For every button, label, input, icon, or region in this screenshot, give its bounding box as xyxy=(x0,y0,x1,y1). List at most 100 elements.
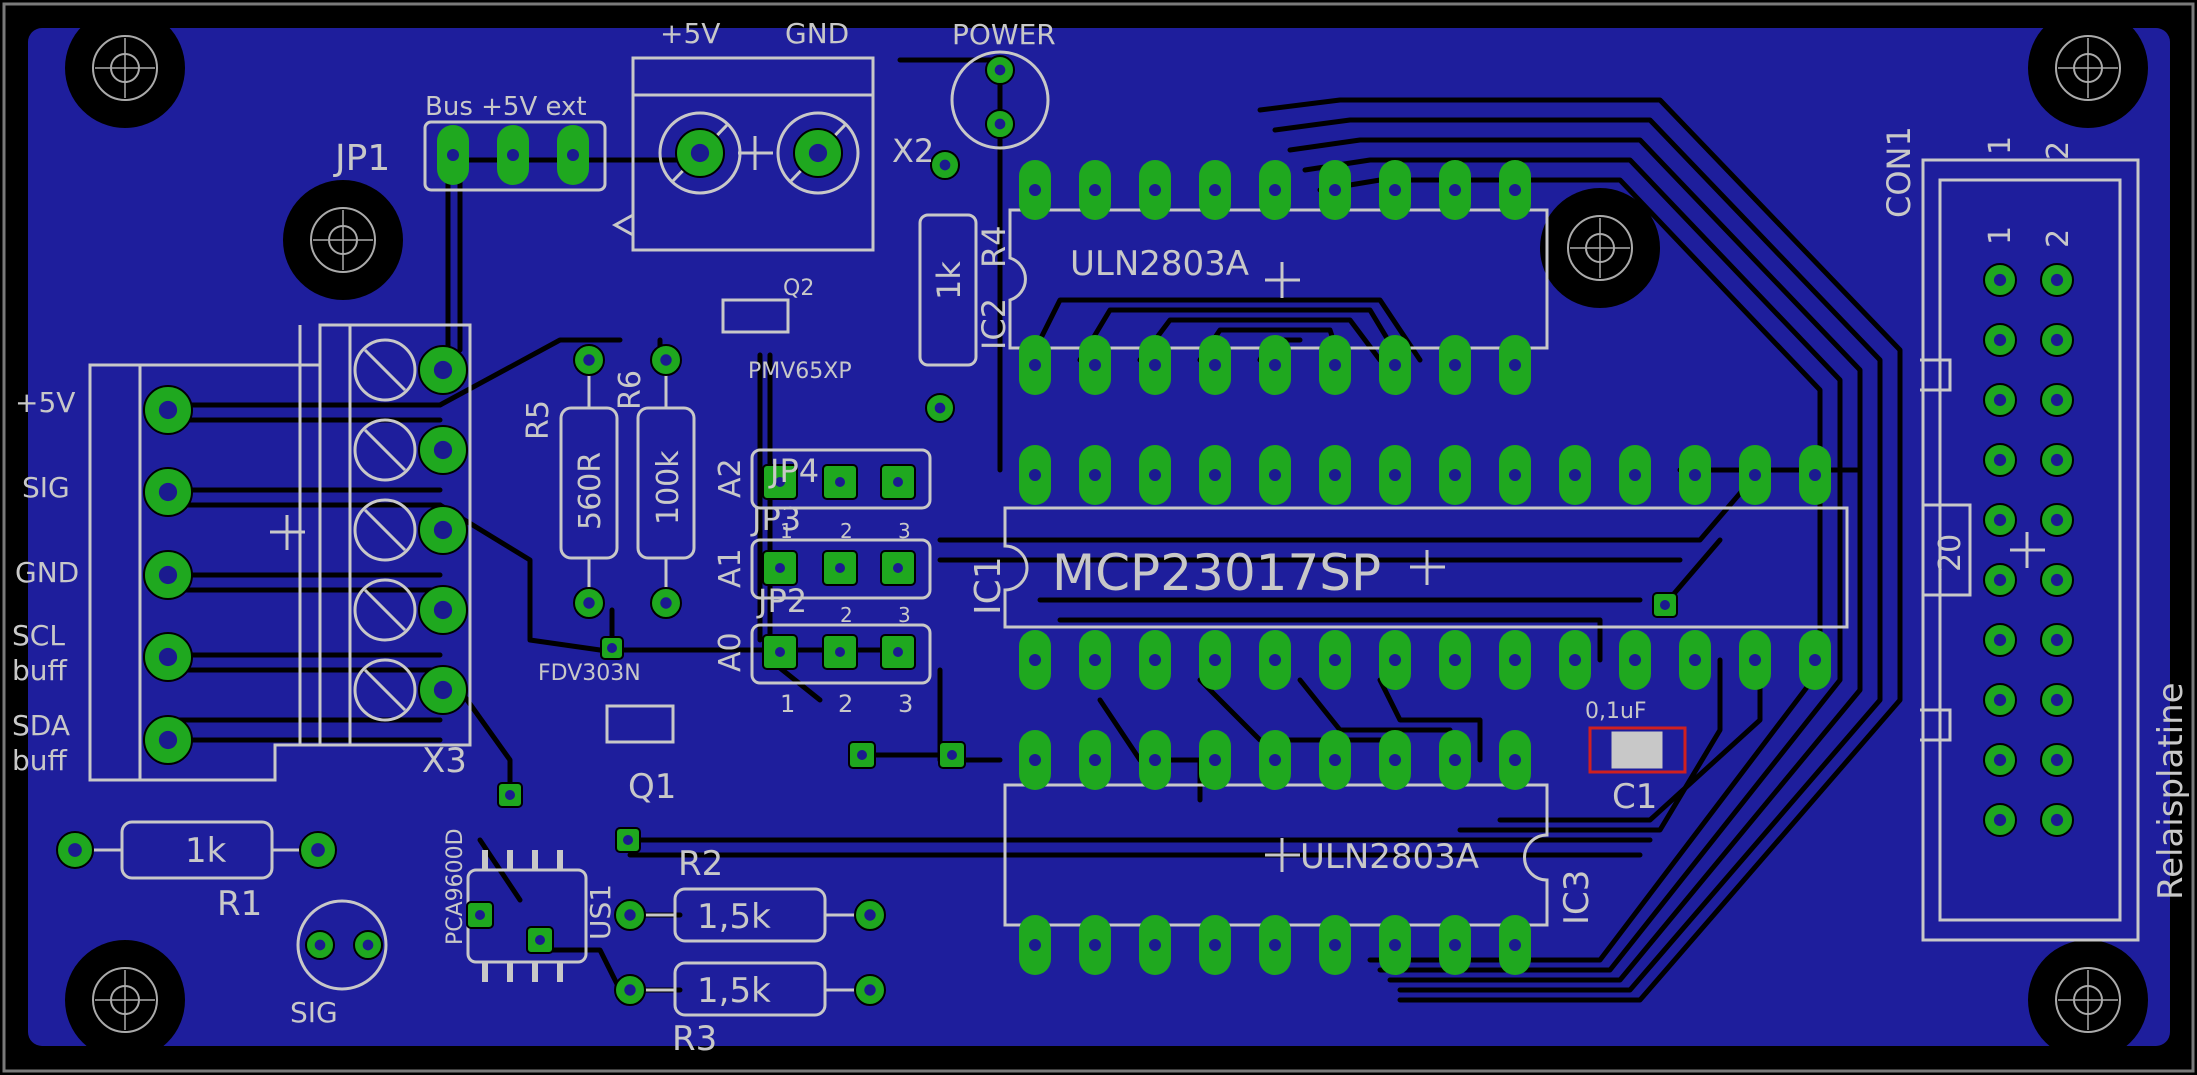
label-jp4-name: JP4 xyxy=(768,452,819,490)
ic1-pad-top-14-drill xyxy=(1809,469,1821,481)
jp-row1-pin3-drill xyxy=(893,477,903,487)
sig-led-pad-2-drill xyxy=(362,939,374,951)
label-jp-pin3-c: 3 xyxy=(898,690,913,718)
ic3-pad-bottom-9-drill xyxy=(1509,939,1521,951)
power-led-pad-1-drill xyxy=(994,64,1006,76)
ic2-pad-bottom-8-drill xyxy=(1449,359,1461,371)
ic3-pad-bottom-4-drill xyxy=(1209,939,1221,951)
ic1-pad-top-7-drill xyxy=(1389,469,1401,481)
r3-pad-right-drill xyxy=(864,984,876,996)
ic3-pad-top-9-drill xyxy=(1509,754,1521,766)
label-con1-pin20: 20 xyxy=(1933,534,1968,572)
ic2-pad-bottom-1-drill xyxy=(1029,359,1041,371)
ic2-pad-top-5-drill xyxy=(1269,184,1281,196)
label-x3-name: X3 xyxy=(422,741,467,781)
label-c1-value: 0,1uF xyxy=(1585,699,1647,724)
ic2-pad-top-6-drill xyxy=(1329,184,1341,196)
con1-pad-7-drill xyxy=(1993,453,2007,467)
label-q2-name: Q2 xyxy=(783,276,814,301)
jp-row1-pin2-drill xyxy=(835,477,845,487)
silkscreen-text: +5V GND POWER Bus +5V ext JP1 X2 R4 1k I… xyxy=(12,17,2191,1059)
ic2-pad-top-2-drill xyxy=(1089,184,1101,196)
label-con1-name: CON1 xyxy=(1880,126,1918,218)
jp1-pad-3-drill xyxy=(567,149,579,161)
con1-pad-10-drill xyxy=(2050,513,2064,527)
label-relay-board: Relaisplatine xyxy=(2151,682,2191,900)
con1-pad-2-drill xyxy=(2050,273,2064,287)
label-q1-part: FDV303N xyxy=(538,661,641,686)
label-r1-name: R1 xyxy=(217,884,262,924)
q1-pad-gate-drill xyxy=(607,643,617,653)
con1-pad-6-drill xyxy=(2050,393,2064,407)
ic1-pad-top-9-drill xyxy=(1509,469,1521,481)
label-ic1-part: MCP23017SP xyxy=(1052,544,1381,602)
jp-row2-pin2-drill xyxy=(835,563,845,573)
r4-pad-bottom-drill xyxy=(934,402,946,414)
ic1-pad-top-1-drill xyxy=(1029,469,1041,481)
label-jp-pin2-a: 2 xyxy=(840,519,853,543)
label-jp-pin3-b: 3 xyxy=(898,603,911,627)
label-ic2-part: ULN2803A xyxy=(1070,244,1249,284)
ic1-pad-top-5-drill xyxy=(1269,469,1281,481)
us1-pad-1-drill xyxy=(475,910,485,920)
label-jp1-name: JP1 xyxy=(333,138,390,179)
ic3-pad-bottom-1-drill xyxy=(1029,939,1041,951)
jp-row3-pin2-drill xyxy=(835,647,845,657)
ic3-pad-top-6-drill xyxy=(1329,754,1341,766)
smd-pad-left-drill xyxy=(857,750,867,760)
ic1-pad-top-12-drill xyxy=(1689,469,1701,481)
con1-pad-19-drill xyxy=(1993,813,2007,827)
ic2-pad-bottom-4-drill xyxy=(1209,359,1221,371)
con1-pad-12-drill xyxy=(2050,573,2064,587)
ic1-pad-top-4-drill xyxy=(1209,469,1221,481)
ic3-pad-top-5-drill xyxy=(1269,754,1281,766)
ic1-pad-bottom-10-drill xyxy=(1569,654,1581,666)
con1-pad-13-drill xyxy=(1993,633,2007,647)
label-x3-sda: SDA xyxy=(12,709,70,742)
r2-pad-right-drill xyxy=(864,909,876,921)
r6-pad-bottom-drill xyxy=(660,597,672,609)
ic3-pad-bottom-6-drill xyxy=(1329,939,1341,951)
con1-pad-18-drill xyxy=(2050,753,2064,767)
label-ic2-name: IC2 xyxy=(975,298,1013,350)
ic1-pad-bottom-8-drill xyxy=(1449,654,1461,666)
x3-pad-4-drill xyxy=(158,647,178,667)
ic2-pad-top-7-drill xyxy=(1389,184,1401,196)
label-r3-value: 1,5k xyxy=(697,971,771,1011)
label-x3-scl-buff: buff xyxy=(12,654,68,687)
us1-via-drill xyxy=(623,835,633,845)
label-x3-sda-buff: buff xyxy=(12,744,68,777)
ic3-pad-top-3-drill xyxy=(1149,754,1161,766)
ic3-pad-top-4-drill xyxy=(1209,754,1221,766)
ic1-pad-bottom-13-drill xyxy=(1749,654,1761,666)
ic3-pad-top-2-drill xyxy=(1089,754,1101,766)
label-con1-pin1: 1 xyxy=(1983,226,2018,245)
x3-pad-1-drill xyxy=(158,400,178,420)
x3-pad-2-drill xyxy=(158,482,178,502)
x2-pad-drill xyxy=(939,159,951,171)
ic2-pad-top-3-drill xyxy=(1149,184,1161,196)
con1-pad-16-drill xyxy=(2050,693,2064,707)
power-terminal-pad-plus5v-drill xyxy=(690,143,710,163)
label-con1-pin1-top: 1 xyxy=(1983,136,2018,155)
ic2-pad-top-1-drill xyxy=(1029,184,1041,196)
label-ic3-part: ULN2803A xyxy=(1300,837,1479,877)
ic2-pad-bottom-2-drill xyxy=(1089,359,1101,371)
label-r2-value: 1,5k xyxy=(697,897,771,937)
ic2-pad-top-9-drill xyxy=(1509,184,1521,196)
label-r6-value: 100k xyxy=(651,450,686,525)
x3-pad-right-1-drill xyxy=(433,360,453,380)
label-ic3-name: IC3 xyxy=(1557,870,1597,925)
ic1-pad-bottom-6-drill xyxy=(1329,654,1341,666)
ic1-pad-bottom-14-drill xyxy=(1809,654,1821,666)
label-power-led: POWER xyxy=(952,18,1056,51)
ic1-pad-top-2-drill xyxy=(1089,469,1101,481)
jp1-pad-1-drill xyxy=(447,149,459,161)
label-r5-name: R5 xyxy=(521,400,556,440)
label-con1-pin2: 2 xyxy=(2041,229,2076,248)
ic1-pad-top-11-drill xyxy=(1629,469,1641,481)
label-q1-name: Q1 xyxy=(628,767,676,807)
con1-pad-1-drill xyxy=(1993,273,2007,287)
label-a1: A1 xyxy=(713,548,748,588)
jp-row2-pin1-drill xyxy=(775,563,785,573)
